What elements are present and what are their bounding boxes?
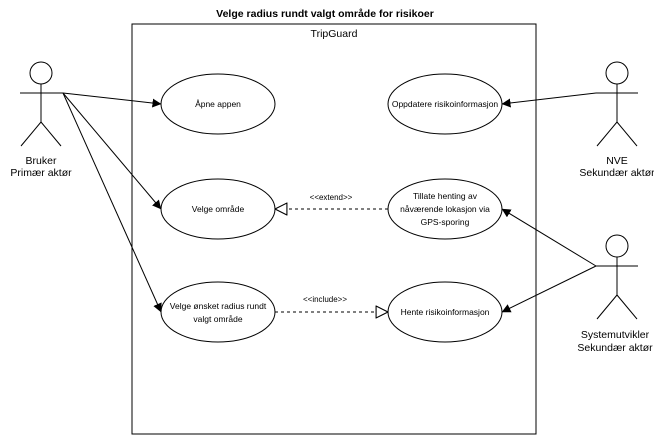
use-case-velge-radius-line2: valgt område bbox=[193, 314, 242, 324]
actor-nve-leg-right bbox=[616, 121, 638, 147]
assoc-bruker-apne-appen bbox=[62, 92, 162, 108]
actor-systemutvikler-leg-left bbox=[596, 294, 618, 320]
actor-systemutvikler bbox=[596, 234, 638, 320]
actor-nve-head bbox=[605, 61, 629, 85]
actor-nve-leg-left bbox=[596, 121, 618, 147]
use-case-apne-appen-label: Åpne appen bbox=[195, 99, 241, 109]
extend-label: <<extend>> bbox=[310, 193, 353, 202]
system-boundary bbox=[131, 23, 537, 435]
use-case-velge-radius bbox=[160, 281, 276, 343]
actor-nve-name: NVE bbox=[606, 155, 628, 167]
assoc-nve-oppdatere bbox=[501, 92, 597, 108]
include-label: <<include>> bbox=[303, 295, 347, 304]
assoc-bruker-velge-radius bbox=[62, 92, 162, 313]
use-case-velge-radius-line1: Velge ønsket radius rundt bbox=[170, 301, 267, 311]
actor-bruker-head bbox=[29, 61, 53, 85]
actor-bruker bbox=[20, 61, 63, 147]
use-case-velge-omrade-label: Velge område bbox=[192, 204, 245, 214]
use-case-tillate-line1: Tillate henting av bbox=[413, 191, 478, 201]
actor-systemutvikler-leg-right bbox=[616, 294, 638, 320]
assoc-systemutvikler-tillate bbox=[501, 208, 597, 267]
system-name: TripGuard bbox=[311, 28, 358, 40]
assoc-bruker-velge-omrade bbox=[62, 92, 162, 210]
actor-bruker-leg-right bbox=[40, 121, 62, 147]
diagram-title: Velge radius rundt valgt område for risi… bbox=[216, 8, 434, 20]
actor-nve-role: Sekundær aktør bbox=[579, 167, 654, 179]
assoc-systemutvikler-hente bbox=[501, 265, 597, 313]
actor-systemutvikler-name: Systemutvikler bbox=[581, 329, 650, 341]
use-case-tillate-line3: GPS-sporing bbox=[421, 217, 470, 227]
actor-nve bbox=[596, 61, 638, 147]
actor-systemutvikler-head bbox=[605, 234, 629, 258]
use-case-oppdatere-label: Oppdatere risikoinformasjon bbox=[392, 99, 499, 109]
actor-bruker-role: Primær aktør bbox=[10, 167, 72, 179]
use-case-hente-label: Hente risikoinformasjon bbox=[401, 307, 490, 317]
use-case-tillate-line2: nåværende lokasjon via bbox=[400, 204, 490, 214]
actor-systemutvikler-role: Sekundær aktør bbox=[577, 342, 653, 354]
actor-bruker-name: Bruker bbox=[26, 155, 57, 167]
actor-bruker-leg-left bbox=[20, 121, 42, 147]
